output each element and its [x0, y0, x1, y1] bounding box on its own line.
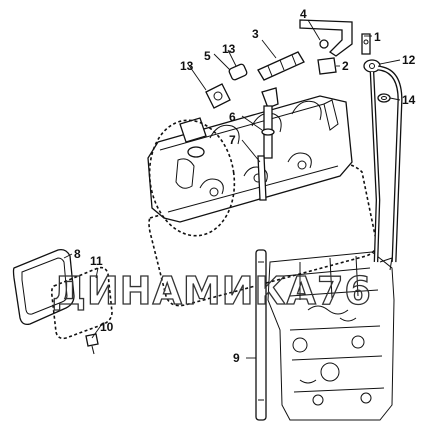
callout-4: 4	[300, 7, 307, 21]
part-9-rod	[255, 249, 267, 421]
detail-ellipse	[148, 119, 236, 237]
callout-12: 12	[402, 53, 416, 67]
callout-10: 10	[100, 320, 114, 334]
part-3-hose	[257, 51, 305, 81]
callout-5: 5	[204, 49, 211, 63]
oil-filler-neck	[179, 117, 207, 158]
part-7-vent-tube	[257, 155, 267, 201]
part-14-washer	[377, 93, 391, 103]
part-1-banjo-bolt	[361, 33, 371, 55]
callout-2: 2	[342, 59, 349, 73]
part-11-gasket	[50, 266, 113, 340]
callout-3: 3	[252, 27, 259, 41]
callout-9: 9	[233, 351, 240, 365]
part-12-banjo-fitting	[363, 59, 381, 73]
callout-7: 7	[229, 133, 236, 147]
engine-block	[267, 251, 395, 421]
valve-cover	[147, 95, 353, 223]
watermark-text: ДИНАМИКА76	[52, 269, 372, 313]
callouts: 1 2 3 4 5 6 7 8 9 10 11 12 13 13 14	[74, 7, 416, 365]
callout-8: 8	[74, 247, 81, 261]
callout-1: 1	[374, 30, 381, 44]
callout-13-upper: 13	[222, 42, 236, 56]
part-10-bolt	[85, 333, 99, 355]
leader-lines	[63, 19, 401, 359]
valve-cover-gasket	[148, 162, 378, 307]
callout-13-lower: 13	[180, 59, 194, 73]
part-8-side-cover	[12, 248, 75, 326]
callout-11: 11	[90, 254, 103, 268]
part-2-bolt	[317, 57, 337, 75]
part-13-clamp-lower	[205, 83, 231, 109]
part-4-bracket	[299, 19, 353, 57]
part-6-breather-elbow	[261, 87, 279, 159]
callout-6: 6	[229, 110, 236, 124]
callout-14: 14	[402, 93, 416, 107]
part-5-clamp	[228, 63, 248, 81]
